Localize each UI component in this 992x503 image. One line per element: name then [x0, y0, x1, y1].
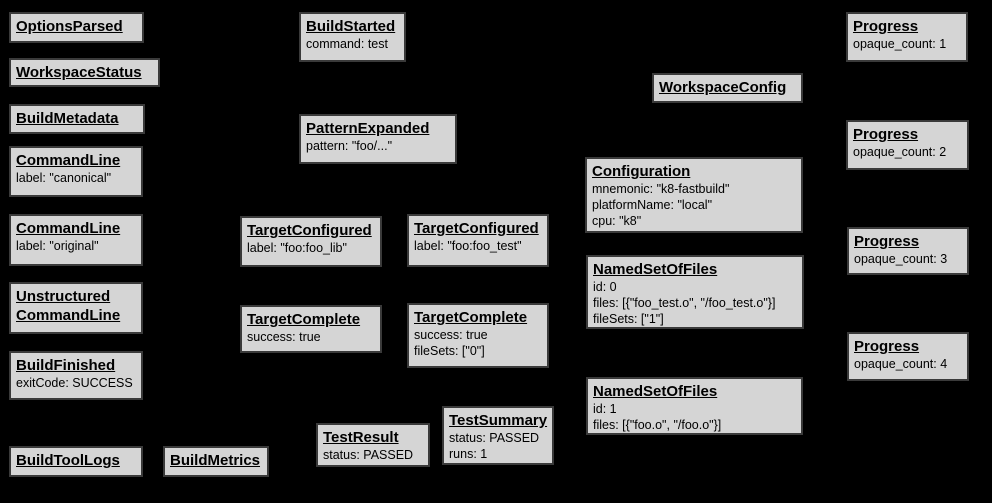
node-named-set-of-files-1: NamedSetOfFiles id: 1 files: [{"foo.o", …	[586, 377, 803, 435]
node-field: opaque_count: 1	[853, 37, 947, 51]
node-title: CommandLine	[16, 152, 121, 169]
node-field: exitCode: SUCCESS	[16, 376, 133, 390]
node-title: TestSummary	[449, 412, 548, 429]
node-field: files: [{"foo.o", "/foo.o"}]	[593, 418, 722, 432]
node-options-parsed: OptionsParsed	[9, 12, 144, 43]
node-title: BuildMetadata	[16, 110, 119, 127]
node-target-complete-foo-lib: TargetComplete success: true	[240, 305, 382, 353]
node-title: NamedSetOfFiles	[593, 261, 718, 278]
node-title: Progress	[854, 338, 920, 355]
node-field: command: test	[306, 37, 388, 51]
node-title: TargetComplete	[247, 311, 361, 328]
node-named-set-of-files-0: NamedSetOfFiles id: 0 files: [{"foo_test…	[586, 255, 804, 329]
node-title: BuildMetrics	[170, 452, 261, 469]
node-title: TestResult	[323, 429, 399, 446]
node-field: id: 0	[593, 280, 617, 294]
node-field: label: "foo:foo_lib"	[247, 241, 347, 255]
node-field: opaque_count: 4	[854, 357, 948, 371]
node-title: Configuration	[592, 163, 691, 180]
node-field: pattern: "foo/..."	[306, 139, 393, 153]
node-configuration: Configuration mnemonic: "k8-fastbuild" p…	[585, 157, 803, 233]
node-command-line-original: CommandLine label: "original"	[9, 214, 143, 266]
node-field: label: "canonical"	[16, 171, 112, 185]
node-title: BuildFinished	[16, 357, 116, 374]
node-title: BuildStarted	[306, 18, 396, 35]
node-field: opaque_count: 3	[854, 252, 948, 266]
node-title: WorkspaceStatus	[16, 64, 142, 81]
node-build-metrics: BuildMetrics	[163, 446, 269, 477]
node-field: mnemonic: "k8-fastbuild"	[592, 182, 730, 196]
node-title: WorkspaceConfig	[659, 79, 787, 96]
node-pattern-expanded: PatternExpanded pattern: "foo/..."	[299, 114, 457, 164]
node-progress-2: Progress opaque_count: 2	[846, 120, 969, 170]
node-command-line-canonical: CommandLine label: "canonical"	[9, 146, 143, 197]
node-title: TargetConfigured	[414, 220, 539, 237]
node-unstructured-command-line: Unstructured CommandLine	[9, 282, 143, 334]
node-target-configured-foo-lib: TargetConfigured label: "foo:foo_lib"	[240, 216, 382, 267]
node-progress-3: Progress opaque_count: 3	[847, 227, 969, 275]
node-test-result: TestResult status: PASSED	[316, 423, 430, 467]
node-workspace-config: WorkspaceConfig	[652, 73, 803, 103]
node-field: label: "foo:foo_test"	[414, 239, 522, 253]
node-title: BuildToolLogs	[16, 452, 120, 469]
node-field: platformName: "local"	[592, 198, 713, 212]
node-target-complete-foo-test: TargetComplete success: true fileSets: […	[407, 303, 549, 368]
node-build-metadata: BuildMetadata	[9, 104, 145, 134]
node-field: files: [{"foo_test.o", "/foo_test.o"}]	[593, 296, 776, 310]
node-field: cpu: "k8"	[592, 214, 642, 228]
node-field: runs: 1	[449, 447, 488, 461]
node-field: opaque_count: 2	[853, 145, 947, 159]
node-title: Progress	[854, 233, 920, 250]
node-title: NamedSetOfFiles	[593, 383, 718, 400]
node-field: fileSets: ["0"]	[414, 344, 485, 358]
node-build-started: BuildStarted command: test	[299, 12, 406, 62]
node-title: OptionsParsed	[16, 18, 123, 35]
node-target-configured-foo-test: TargetConfigured label: "foo:foo_test"	[407, 214, 549, 267]
node-field: status: PASSED	[323, 448, 414, 462]
node-title: CommandLine	[16, 220, 121, 237]
node-progress-1: Progress opaque_count: 1	[846, 12, 968, 62]
node-title: Progress	[853, 18, 919, 35]
node-test-summary: TestSummary status: PASSED runs: 1	[442, 406, 554, 465]
node-progress-4: Progress opaque_count: 4	[847, 332, 969, 381]
node-title: PatternExpanded	[306, 120, 430, 137]
node-field: success: true	[247, 330, 321, 344]
node-field: success: true	[414, 328, 488, 342]
node-field: label: "original"	[16, 239, 99, 253]
node-title: TargetConfigured	[247, 222, 372, 239]
node-title: TargetComplete	[414, 309, 528, 326]
node-title: Progress	[853, 126, 919, 143]
node-build-finished: BuildFinished exitCode: SUCCESS	[9, 351, 143, 400]
node-field: status: PASSED	[449, 431, 540, 445]
node-workspace-status: WorkspaceStatus	[9, 58, 160, 87]
node-build-tool-logs: BuildToolLogs	[9, 446, 143, 477]
node-field: fileSets: ["1"]	[593, 312, 664, 326]
node-field: id: 1	[593, 402, 617, 416]
node-title: Unstructured CommandLine	[16, 288, 121, 324]
